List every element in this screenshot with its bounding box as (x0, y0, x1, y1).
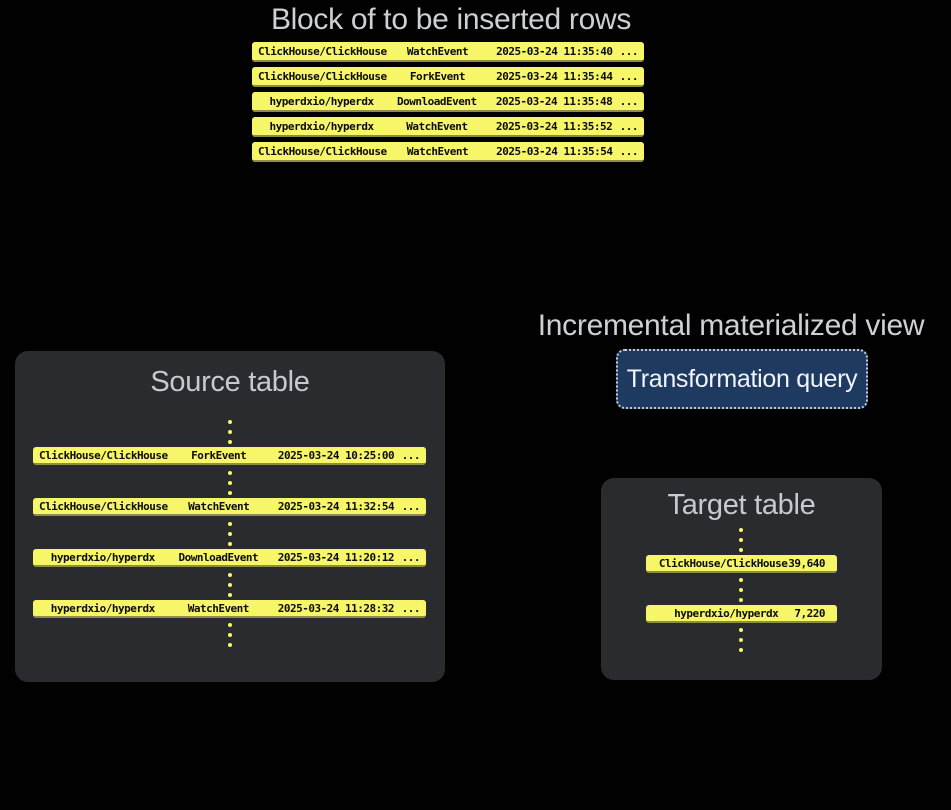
row-event: WatchEvent (187, 601, 250, 615)
row-timestamp: 2025-03-24 11:35:54 (496, 144, 613, 158)
row-repo: hyperdxio/hyperdx (50, 550, 156, 564)
ellipsis-dots (228, 420, 232, 444)
row-repo: ClickHouse/ClickHouse (258, 144, 387, 158)
row-repo: hyperdxio/hyperdx (50, 601, 156, 615)
row-repo: ClickHouse/ClickHouse (39, 448, 168, 462)
row-ellipsis: ... (619, 69, 639, 83)
row-ellipsis: ... (619, 94, 639, 108)
source-row: ClickHouse/ClickHouse WatchEvent 2025-03… (33, 498, 426, 516)
insert-row: ClickHouse/ClickHouse ForkEvent 2025-03-… (252, 67, 644, 87)
row-event: ForkEvent (409, 69, 466, 83)
row-repo: ClickHouse/ClickHouse (258, 69, 387, 83)
ellipsis-dots (739, 528, 743, 552)
row-event: WatchEvent (188, 499, 250, 513)
transformation-query-button[interactable]: Transformation query (616, 349, 868, 409)
row-timestamp: 2025-03-24 11:35:48 (495, 94, 613, 108)
row-timestamp: 2025-03-24 11:35:52 (495, 119, 613, 133)
source-row: ClickHouse/ClickHouse ForkEvent 2025-03-… (33, 447, 426, 465)
insert-row: hyperdxio/hyperdx WatchEvent 2025-03-24 … (252, 117, 644, 137)
ellipsis-dots (228, 471, 232, 495)
insert-row: ClickHouse/ClickHouse WatchEvent 2025-03… (252, 42, 644, 62)
row-repo: ClickHouse/ClickHouse (658, 556, 788, 570)
row-repo: hyperdxio/hyperdx (269, 94, 375, 108)
row-repo: hyperdxio/hyperdx (674, 606, 779, 620)
source-row: hyperdxio/hyperdx WatchEvent 2025-03-24 … (33, 600, 426, 618)
row-timestamp: 2025-03-24 11:35:44 (496, 69, 613, 83)
insert-row: ClickHouse/ClickHouse WatchEvent 2025-03… (252, 142, 644, 162)
row-event: WatchEvent (406, 119, 468, 133)
target-row: ClickHouse/ClickHouse 39,640 (646, 555, 837, 573)
row-ellipsis: ... (401, 601, 421, 615)
row-ellipsis: ... (619, 119, 639, 133)
row-ellipsis: ... (619, 144, 639, 158)
row-event: WatchEvent (406, 144, 469, 158)
mv-title: Incremental materialized view (537, 309, 925, 342)
target-table-title: Target table (667, 489, 816, 521)
row-ellipsis: ... (401, 550, 421, 564)
row-count: 39,640 (788, 556, 825, 570)
row-event: WatchEvent (406, 44, 469, 58)
ellipsis-dots (228, 623, 232, 647)
row-ellipsis: ... (619, 44, 639, 58)
row-timestamp: 2025-03-24 11:32:54 (277, 499, 395, 513)
source-table-title: Source table (150, 366, 310, 398)
row-event: DownloadEvent (397, 94, 477, 108)
row-timestamp: 2025-03-24 11:35:40 (496, 44, 613, 58)
insert-block-title: Block of to be inserted rows (270, 3, 632, 36)
row-timestamp: 2025-03-24 11:20:12 (277, 550, 395, 564)
row-event: ForkEvent (191, 448, 247, 462)
row-event: DownloadEvent (178, 550, 259, 564)
row-timestamp: 2025-03-24 10:25:00 (277, 448, 395, 462)
row-repo: hyperdxio/hyperdx (269, 119, 375, 133)
target-table-panel: Target table (601, 478, 882, 680)
ellipsis-dots (228, 522, 232, 546)
ellipsis-dots (739, 578, 743, 602)
source-row: hyperdxio/hyperdx DownloadEvent 2025-03-… (33, 549, 426, 567)
insert-row: hyperdxio/hyperdx DownloadEvent 2025-03-… (252, 92, 644, 112)
row-ellipsis: ... (401, 499, 421, 513)
row-ellipsis: ... (401, 448, 421, 462)
ellipsis-dots (739, 628, 743, 652)
target-row: hyperdxio/hyperdx 7,220 (646, 605, 837, 623)
row-repo: ClickHouse/ClickHouse (258, 44, 387, 58)
row-repo: ClickHouse/ClickHouse (39, 499, 168, 513)
row-timestamp: 2025-03-24 11:28:32 (277, 601, 395, 615)
ellipsis-dots (228, 573, 232, 597)
row-count: 7,220 (794, 606, 825, 620)
